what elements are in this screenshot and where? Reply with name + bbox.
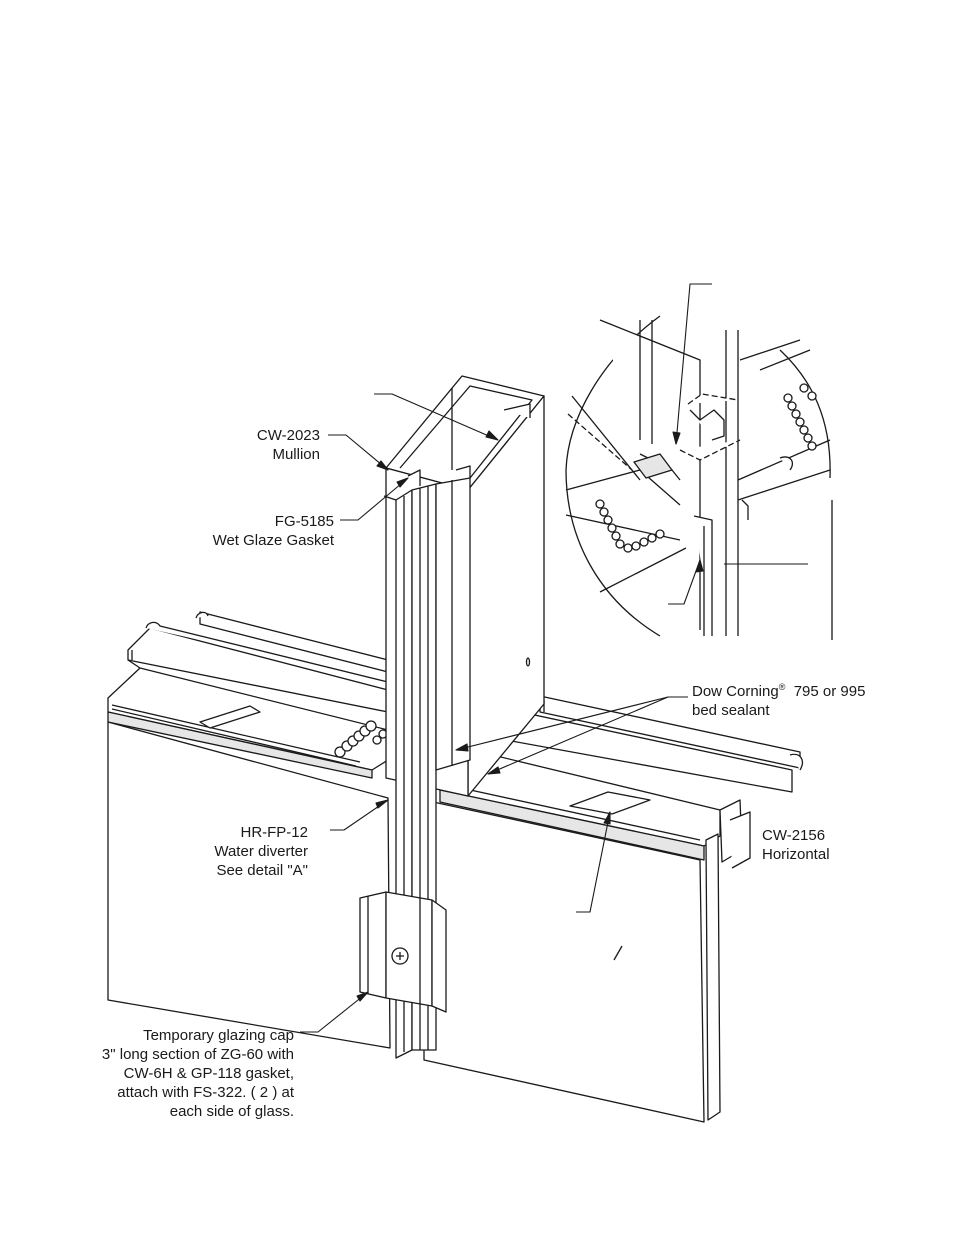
callout-cap-line-1: Temporary glazing cap bbox=[60, 1026, 294, 1045]
callout-wet-glaze-gasket: FG-5185 Wet Glaze Gasket bbox=[150, 512, 334, 550]
callout-mullion-line-1: CW-2023 bbox=[200, 426, 320, 445]
callout-cap-line-5: each side of glass. bbox=[60, 1102, 294, 1121]
callout-cap-line-2: 3" long section of ZG-60 with bbox=[60, 1045, 294, 1064]
callout-horizontal: CW-2156 Horizontal bbox=[762, 826, 882, 864]
callout-diverter-line-2: Water diverter bbox=[160, 842, 308, 861]
callout-mullion-line-2: Mullion bbox=[200, 445, 320, 464]
callout-diverter-line-1: HR-FP-12 bbox=[160, 823, 308, 842]
detail-a-enlargement bbox=[566, 316, 832, 640]
callout-bed-sealant: Dow Corning® 795 or 995 bed sealant bbox=[692, 682, 922, 720]
detail-a-bead-lower bbox=[596, 500, 664, 552]
callout-horizontal-line-1: CW-2156 bbox=[762, 826, 882, 845]
callout-gasket-line-1: FG-5185 bbox=[150, 512, 334, 531]
callout-diverter-line-3: See detail "A" bbox=[160, 861, 308, 880]
callout-horizontal-line-2: Horizontal bbox=[762, 845, 882, 864]
temporary-glazing-cap bbox=[360, 892, 446, 1012]
callout-cap-line-3: CW-6H & GP-118 gasket, bbox=[60, 1064, 294, 1083]
detail-a-bead-upper bbox=[784, 384, 816, 450]
callout-temporary-glazing-cap: Temporary glazing cap 3" long section of… bbox=[60, 1026, 294, 1121]
callout-water-diverter: HR-FP-12 Water diverter See detail "A" bbox=[160, 823, 308, 880]
callout-sealant-product: 795 or 995 bbox=[785, 683, 865, 700]
callout-sealant-line-2: bed sealant bbox=[692, 701, 922, 720]
callout-cap-line-4: attach with FS-322. ( 2 ) at bbox=[60, 1083, 294, 1102]
callout-mullion: CW-2023 Mullion bbox=[200, 426, 320, 464]
callout-sealant-line-1: Dow Corning® 795 or 995 bbox=[692, 682, 922, 701]
callout-gasket-line-2: Wet Glaze Gasket bbox=[150, 531, 334, 550]
callout-sealant-brand: Dow Corning bbox=[692, 683, 779, 700]
